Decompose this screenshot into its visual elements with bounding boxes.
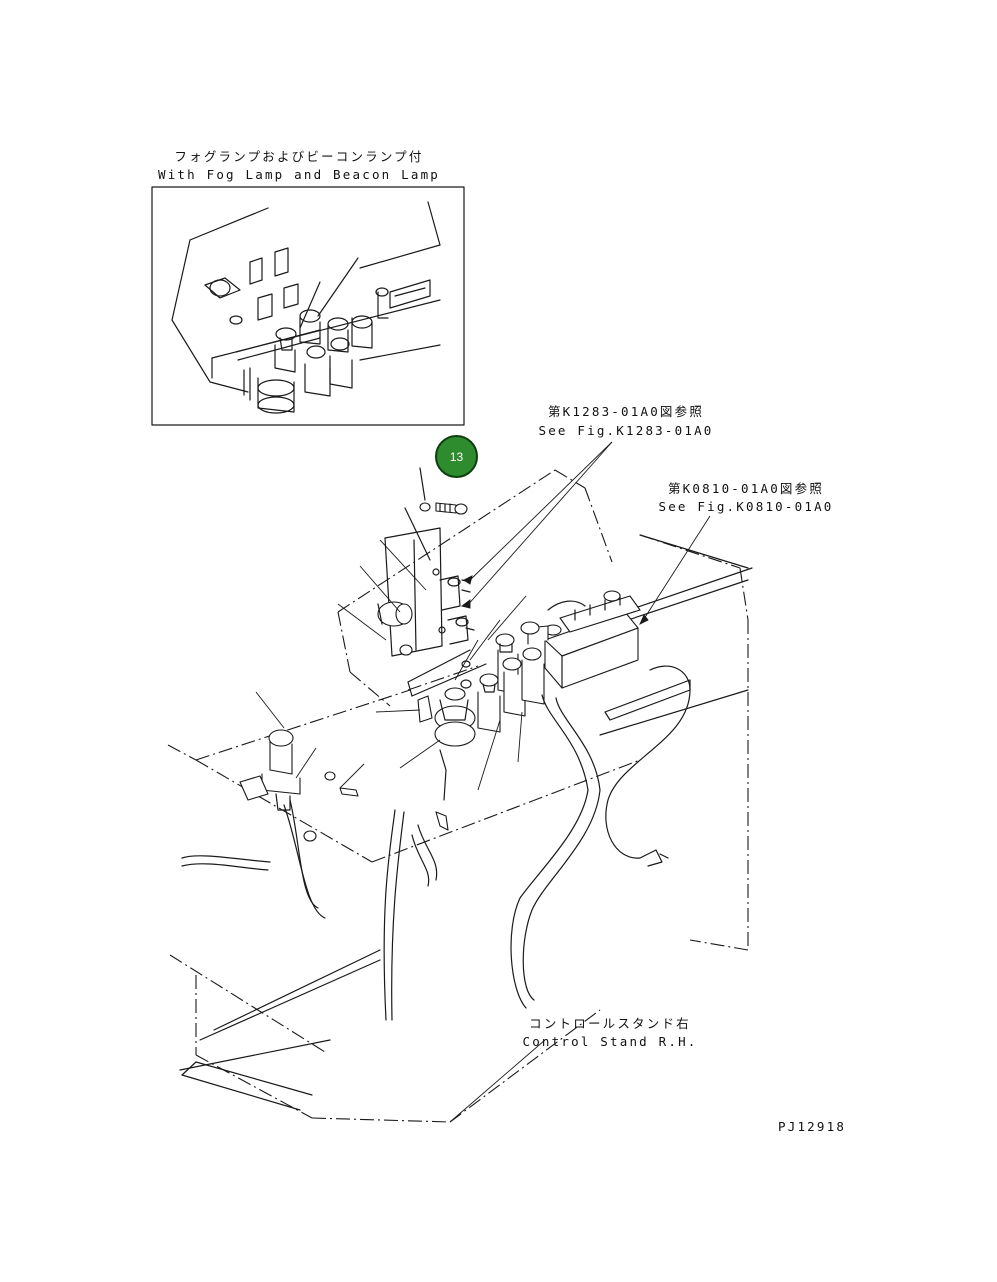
main-assembly <box>167 467 753 1123</box>
reference-2-jp: 第K0810-01A0図参照 <box>667 481 825 496</box>
inset-detail <box>151 186 465 426</box>
inset-title-en: With Fog Lamp and Beacon Lamp <box>157 167 441 182</box>
inset-title-jp: フォグランプおよびビーコンランプ付 <box>174 149 424 164</box>
inset-frame <box>151 186 465 426</box>
drawing-id: PJ12918 <box>778 1119 847 1134</box>
part-callout-13[interactable]: 13 <box>435 435 478 478</box>
assembly-label-en: Control Stand R.H. <box>522 1034 698 1049</box>
reference-2-en: See Fig.K0810-01A0 <box>658 499 834 514</box>
reference-1-jp: 第K1283-01A0図参照 <box>547 404 705 419</box>
callout-number: 13 <box>449 449 464 464</box>
reference-leaders <box>460 441 711 625</box>
assembly-label-jp: コントロールスタンド右 <box>529 1016 691 1031</box>
reference-1-en: See Fig.K1283-01A0 <box>538 423 714 438</box>
